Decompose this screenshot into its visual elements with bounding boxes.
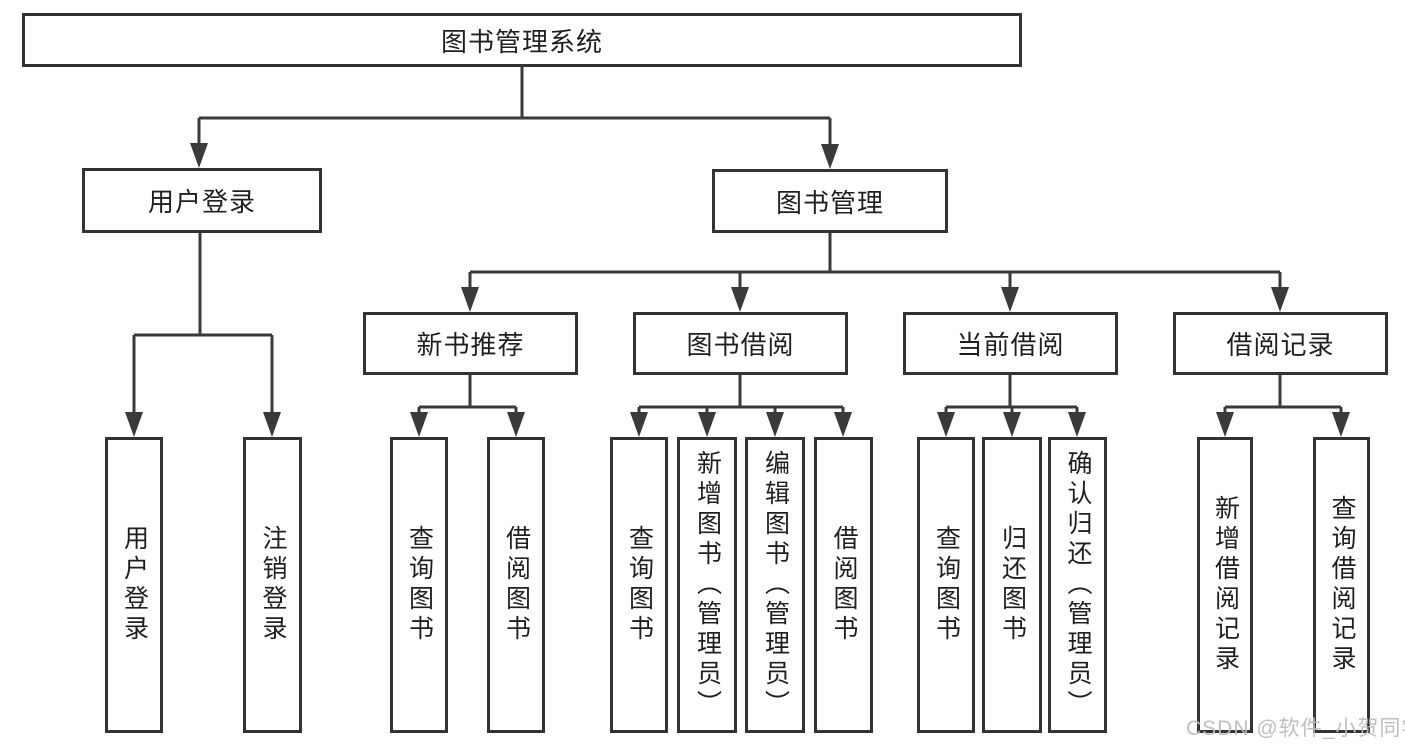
connector-sec2-split [937, 375, 1086, 437]
arrow-down-icon [937, 412, 955, 437]
arrow-down-icon [190, 143, 208, 168]
node-label: 当前借阅 [956, 330, 1065, 360]
leaf-label: 查询图书 [625, 525, 654, 645]
arrow-down-icon [1068, 412, 1086, 437]
arrow-down-icon [834, 412, 852, 437]
leaf-label: 注销登录 [259, 525, 287, 645]
arrow-down-icon [731, 287, 749, 312]
arrow-down-icon [630, 412, 648, 437]
connector-root-split [190, 67, 839, 169]
node-label: 图书管理 [775, 187, 884, 218]
csdn-watermark: CSDN @软件_小贺同学 [1186, 717, 1405, 740]
leaf-label: 借阅图书 [830, 525, 858, 645]
arrow-down-icon [821, 144, 839, 169]
node-book-management-branch: 图书管理 [712, 169, 948, 233]
node-label: 新书推荐 [416, 330, 525, 360]
leaf-label: 新增图书（管理员） [693, 450, 722, 720]
leaf-borrow-borrow-books: 借阅图书 [814, 437, 873, 733]
leaf-user-login: 用户登录 [105, 437, 163, 733]
connector-mgmt-split [461, 233, 1289, 312]
node-current-borrow: 当前借阅 [903, 312, 1118, 375]
leaf-label: 用户登录 [120, 525, 149, 645]
node-label: 用户登录 [147, 187, 256, 217]
node-new-book-recommend: 新书推荐 [363, 312, 578, 375]
leaf-label: 查询图书 [932, 525, 961, 645]
node-borrow-records: 借阅记录 [1173, 312, 1388, 375]
connector-sec1-split [630, 375, 852, 437]
leaf-borrow-add-books-admin: 新增图书（管理员） [677, 437, 737, 733]
arrow-down-icon [698, 412, 716, 437]
leaf-newbook-borrow-books: 借阅图书 [487, 437, 545, 733]
leaf-logout: 注销登录 [243, 437, 302, 733]
arrow-down-icon [766, 412, 784, 437]
leaf-label: 查询图书 [405, 525, 434, 645]
leaf-label: 归还图书 [998, 525, 1027, 645]
leaf-label: 编辑图书（管理员） [761, 450, 790, 720]
arrow-down-icon [1271, 287, 1289, 312]
node-label: 借阅记录 [1226, 330, 1335, 360]
connector-user-split [125, 233, 281, 437]
arrow-down-icon [461, 287, 479, 312]
arrow-down-icon [1003, 412, 1021, 437]
leaf-current-return-books: 归还图书 [982, 437, 1042, 733]
leaf-borrow-edit-books-admin: 编辑图书（管理员） [745, 437, 805, 733]
node-label: 图书管理系统 [440, 26, 603, 57]
arrow-down-icon [1332, 412, 1350, 437]
arrow-down-icon [1001, 287, 1019, 312]
node-label: 图书借阅 [686, 330, 795, 360]
arrow-down-icon [125, 412, 143, 437]
leaf-borrow-query-books: 查询图书 [610, 437, 668, 733]
leaf-label: 新增借阅记录 [1211, 495, 1240, 675]
arrow-down-icon [1216, 412, 1234, 437]
connector-sec3-split [1216, 375, 1350, 437]
leaf-label: 确认归还（管理员） [1064, 450, 1092, 720]
leaf-current-query-books: 查询图书 [917, 437, 975, 733]
node-book-borrow: 图书借阅 [633, 312, 848, 375]
leaf-label: 借阅图书 [502, 525, 531, 645]
node-system-root: 图书管理系统 [22, 13, 1022, 67]
leaf-records-add-record: 新增借阅记录 [1197, 437, 1253, 733]
leaf-current-confirm-return-admin: 确认归还（管理员） [1048, 437, 1107, 733]
node-user-login-branch: 用户登录 [82, 168, 322, 233]
leaf-records-query-record: 查询借阅记录 [1313, 437, 1370, 733]
arrow-down-icon [263, 412, 281, 437]
leaf-newbook-query-books: 查询图书 [390, 437, 448, 733]
arrow-down-icon [507, 412, 525, 437]
connector-sec0-split [410, 375, 525, 437]
arrow-down-icon [410, 412, 428, 437]
leaf-label: 查询借阅记录 [1328, 495, 1356, 675]
